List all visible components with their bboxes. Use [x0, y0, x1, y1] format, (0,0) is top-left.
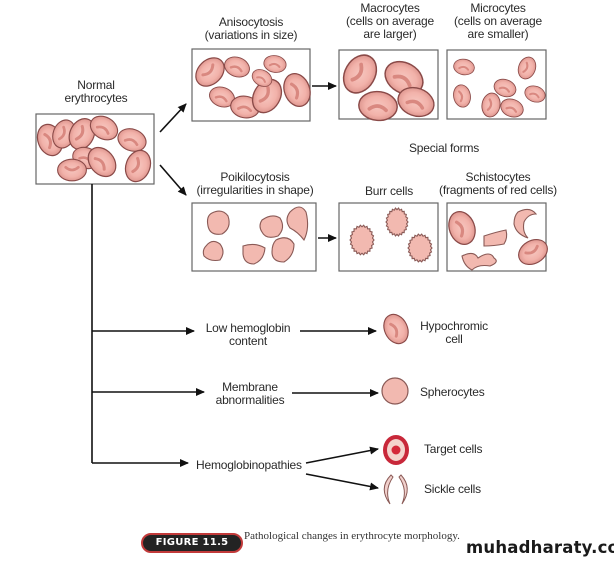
normal-label-line1: Normal [77, 78, 115, 92]
hypochromic-label-line1: Hypochromic [420, 319, 488, 333]
macrocytes-label: Macrocytes (cells on average are larger) [338, 2, 442, 41]
poikilocytosis-label-line2: (irregularities in shape) [196, 183, 314, 197]
sickle-cells [383, 474, 408, 505]
target-cells-label: Target cells [424, 442, 483, 456]
burr-cell [385, 207, 409, 237]
hypochromic-label-line2: cell [445, 332, 463, 346]
schistocytes-label-line2: (fragments of red cells) [439, 183, 557, 197]
hypochromic-cell [377, 308, 415, 350]
low-hemoglobin-label-line2: content [229, 334, 267, 348]
membrane-label: Membrane abnormalities [208, 381, 292, 407]
hypochromic-label: Hypochromic cell [416, 320, 492, 346]
spherocyte-cell [381, 377, 409, 405]
schistocytes-label-line1: Schistocytes [465, 170, 531, 184]
macrocytes-label-line1: Macrocytes [360, 1, 420, 15]
anisocytosis-label-line1: Anisocytosis [218, 15, 284, 29]
macrocytes-label-line2: (cells on average [346, 14, 434, 28]
low-hemoglobin-label-line1: Low hemoglobin [205, 321, 291, 335]
schistocytes-label: Schistocytes (fragments of red cells) [436, 171, 560, 197]
microcytes-label-line3: are smaller) [467, 27, 529, 41]
low-hemoglobin-label: Low hemoglobin content [200, 322, 296, 348]
microcytes-label-line1: Microcytes [470, 1, 526, 15]
burr-label: Burr cells [364, 184, 413, 198]
membrane-label-line2: abnormalities [215, 393, 285, 407]
target-cell [383, 435, 409, 465]
poikilocytosis-label-line1: Poikilocytosis [220, 170, 290, 184]
figure-caption: Pathological changes in erythrocyte morp… [244, 530, 460, 542]
normal-label-line2: erythrocytes [64, 91, 128, 105]
poikilocytosis-label: Poikilocytosis (irregularities in shape) [190, 171, 320, 197]
poikilocytosis-cells [202, 206, 309, 265]
hemoglobinopathies-label: Hemoglobinopathies [196, 458, 302, 472]
special-forms-label: Special forms [408, 141, 480, 155]
normal-label: Normal erythrocytes [54, 79, 138, 105]
burr-cell [407, 233, 433, 263]
watermark: muhadharaty.com [466, 538, 614, 557]
spherocytes-label: Spherocytes [420, 385, 485, 399]
anisocytosis-label-line2: (variations in size) [204, 28, 298, 42]
microcytes-label-line2: (cells on average [454, 14, 542, 28]
microcytes-label: Microcytes (cells on average are smaller… [444, 2, 552, 41]
burr-cell [349, 224, 375, 256]
membrane-label-line1: Membrane [222, 380, 278, 394]
schistocytes-cells [442, 206, 554, 271]
burr-cells [349, 207, 433, 263]
figure-badge: FIGURE 11.5 [141, 533, 243, 553]
macrocytes-label-line3: are larger) [363, 27, 417, 41]
connector-arrows [91, 82, 379, 491]
anisocytosis-label: Anisocytosis (variations in size) [196, 16, 306, 42]
sickle-cells-label: Sickle cells [424, 482, 481, 496]
